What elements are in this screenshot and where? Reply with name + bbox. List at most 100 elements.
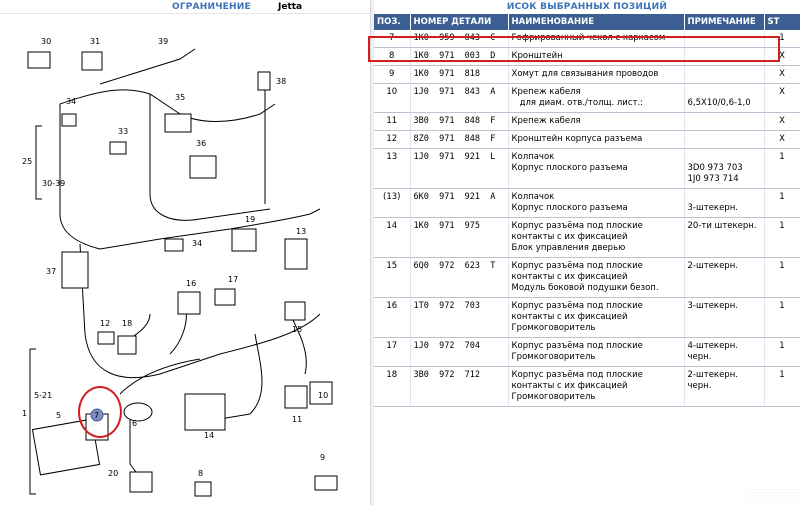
row-note — [684, 112, 765, 131]
bracket-25 — [35, 125, 42, 200]
part-12[interactable] — [97, 331, 115, 345]
row-part-number: 1J0 971 843 A — [410, 83, 509, 113]
part-18[interactable] — [117, 335, 137, 355]
row-note-line: 2-штекерн. — [687, 370, 738, 380]
label-35: 35 — [175, 93, 185, 102]
row-part-number: 3B0 972 712 — [410, 366, 509, 407]
part-20[interactable] — [129, 471, 153, 493]
row-part-number: 6Q0 972 623 T — [410, 257, 509, 298]
col-header-name[interactable]: НАИМЕНОВАНИЕ — [508, 14, 685, 30]
part-30[interactable] — [27, 51, 51, 69]
row-part-number: 8Z0 971 848 F — [410, 130, 509, 149]
callout-bubble-7[interactable] — [90, 408, 104, 422]
harness-lower-b — [119, 358, 201, 395]
part-14[interactable] — [184, 393, 226, 431]
part-35[interactable] — [164, 113, 192, 133]
row-part-number: 1K0 971 975 — [410, 217, 509, 258]
part-19[interactable] — [231, 228, 257, 252]
part-15[interactable] — [284, 301, 306, 321]
part-33[interactable] — [109, 141, 127, 155]
row-note: 20-ти штекерн. — [684, 217, 765, 258]
row-pos: 8 — [374, 47, 411, 66]
row-name-line: Громкоговоритель — [511, 323, 596, 333]
part-34a[interactable] — [61, 113, 77, 127]
wiring-diagram[interactable]: 30 31 39 38 34 35 33 36 25 30-39 37 34 1… — [0, 14, 370, 505]
row-note-line: 1J0 973 714 — [687, 174, 739, 184]
row-st: X — [764, 65, 800, 84]
part-1-control-unit[interactable] — [31, 418, 101, 476]
parts-list-title: ИСОК ВЫБРАННЫХ ПОЗИЦИЙ — [506, 2, 668, 12]
col-header-st[interactable]: ST — [764, 14, 800, 30]
part-13[interactable] — [284, 238, 308, 270]
row-part-number: 1J0 972 704 — [410, 337, 509, 367]
label-30-39: 30-39 — [42, 179, 65, 188]
row-name-line: Кронштейн — [511, 51, 563, 61]
diagram-pane: ОГРАНИЧЕНИЕ Jetta — [0, 0, 370, 505]
label-9: 9 — [320, 453, 325, 462]
row-part-number: 1K0 971 818 — [410, 65, 509, 84]
row-name-line: Корпус плоского разъема — [511, 203, 628, 213]
row-note: 6,5X10/0,6-1,0 — [684, 83, 765, 113]
row-name-line: контакты с их фиксацией — [511, 272, 628, 282]
part-36[interactable] — [189, 155, 217, 179]
part-38[interactable] — [257, 71, 271, 91]
label-19: 19 — [245, 215, 255, 224]
part-34b[interactable] — [164, 238, 184, 252]
label-39: 39 — [158, 37, 168, 46]
part-9-bracket[interactable] — [314, 475, 338, 491]
row-part-number: 1T0 972 703 — [410, 297, 509, 338]
parts-list-pane: ИСОК ВЫБРАННЫХ ПОЗИЦИЙ ПОЗ. НОМЕР ДЕТАЛИ… — [374, 0, 800, 505]
part-11[interactable] — [284, 385, 308, 409]
pane-splitter[interactable] — [370, 0, 374, 505]
label-18: 18 — [122, 319, 132, 328]
row-st: X — [764, 112, 800, 131]
row-pos: 13 — [374, 148, 411, 189]
label-6: 6 — [132, 419, 137, 428]
part-8[interactable] — [194, 481, 212, 497]
row-name-line: Крепеж кабеля — [511, 87, 581, 97]
table-header-row: ПОЗ. НОМЕР ДЕТАЛИ НАИМЕНОВАНИЕ ПРИМЕЧАНИ… — [374, 14, 800, 30]
part-31[interactable] — [81, 51, 103, 71]
row-st: 1 — [764, 337, 800, 367]
part-17[interactable] — [214, 288, 236, 306]
part-10[interactable] — [309, 381, 333, 405]
part-37[interactable] — [61, 251, 89, 289]
row-name-line: Громкоговоритель — [511, 352, 596, 362]
bracket-1 — [29, 348, 36, 495]
list-scroll-area[interactable] — [746, 487, 800, 505]
part-16[interactable] — [177, 291, 201, 315]
row-pos: 10 — [374, 83, 411, 113]
col-header-note[interactable]: ПРИМЕЧАНИЕ — [684, 14, 765, 30]
row-pos: 7 — [374, 30, 411, 48]
col-header-part[interactable]: НОМЕР ДЕТАЛИ — [410, 14, 509, 30]
row-note — [684, 30, 765, 48]
part-6[interactable] — [123, 402, 153, 422]
col-header-pos[interactable]: ПОЗ. — [374, 14, 411, 30]
harness-trunk-left — [59, 104, 321, 250]
row-note: 2-штекерн.черн. — [684, 366, 765, 407]
row-name-line: Корпус разъёма под плоские — [511, 301, 643, 311]
harness-branch-mid — [149, 94, 271, 221]
row-note-line: 20-ти штекерн. — [687, 221, 757, 231]
row-name-line: контакты с их фиксацией — [511, 312, 628, 322]
filter-value[interactable]: Jetta — [278, 2, 303, 12]
row-st: 1 — [764, 297, 800, 338]
